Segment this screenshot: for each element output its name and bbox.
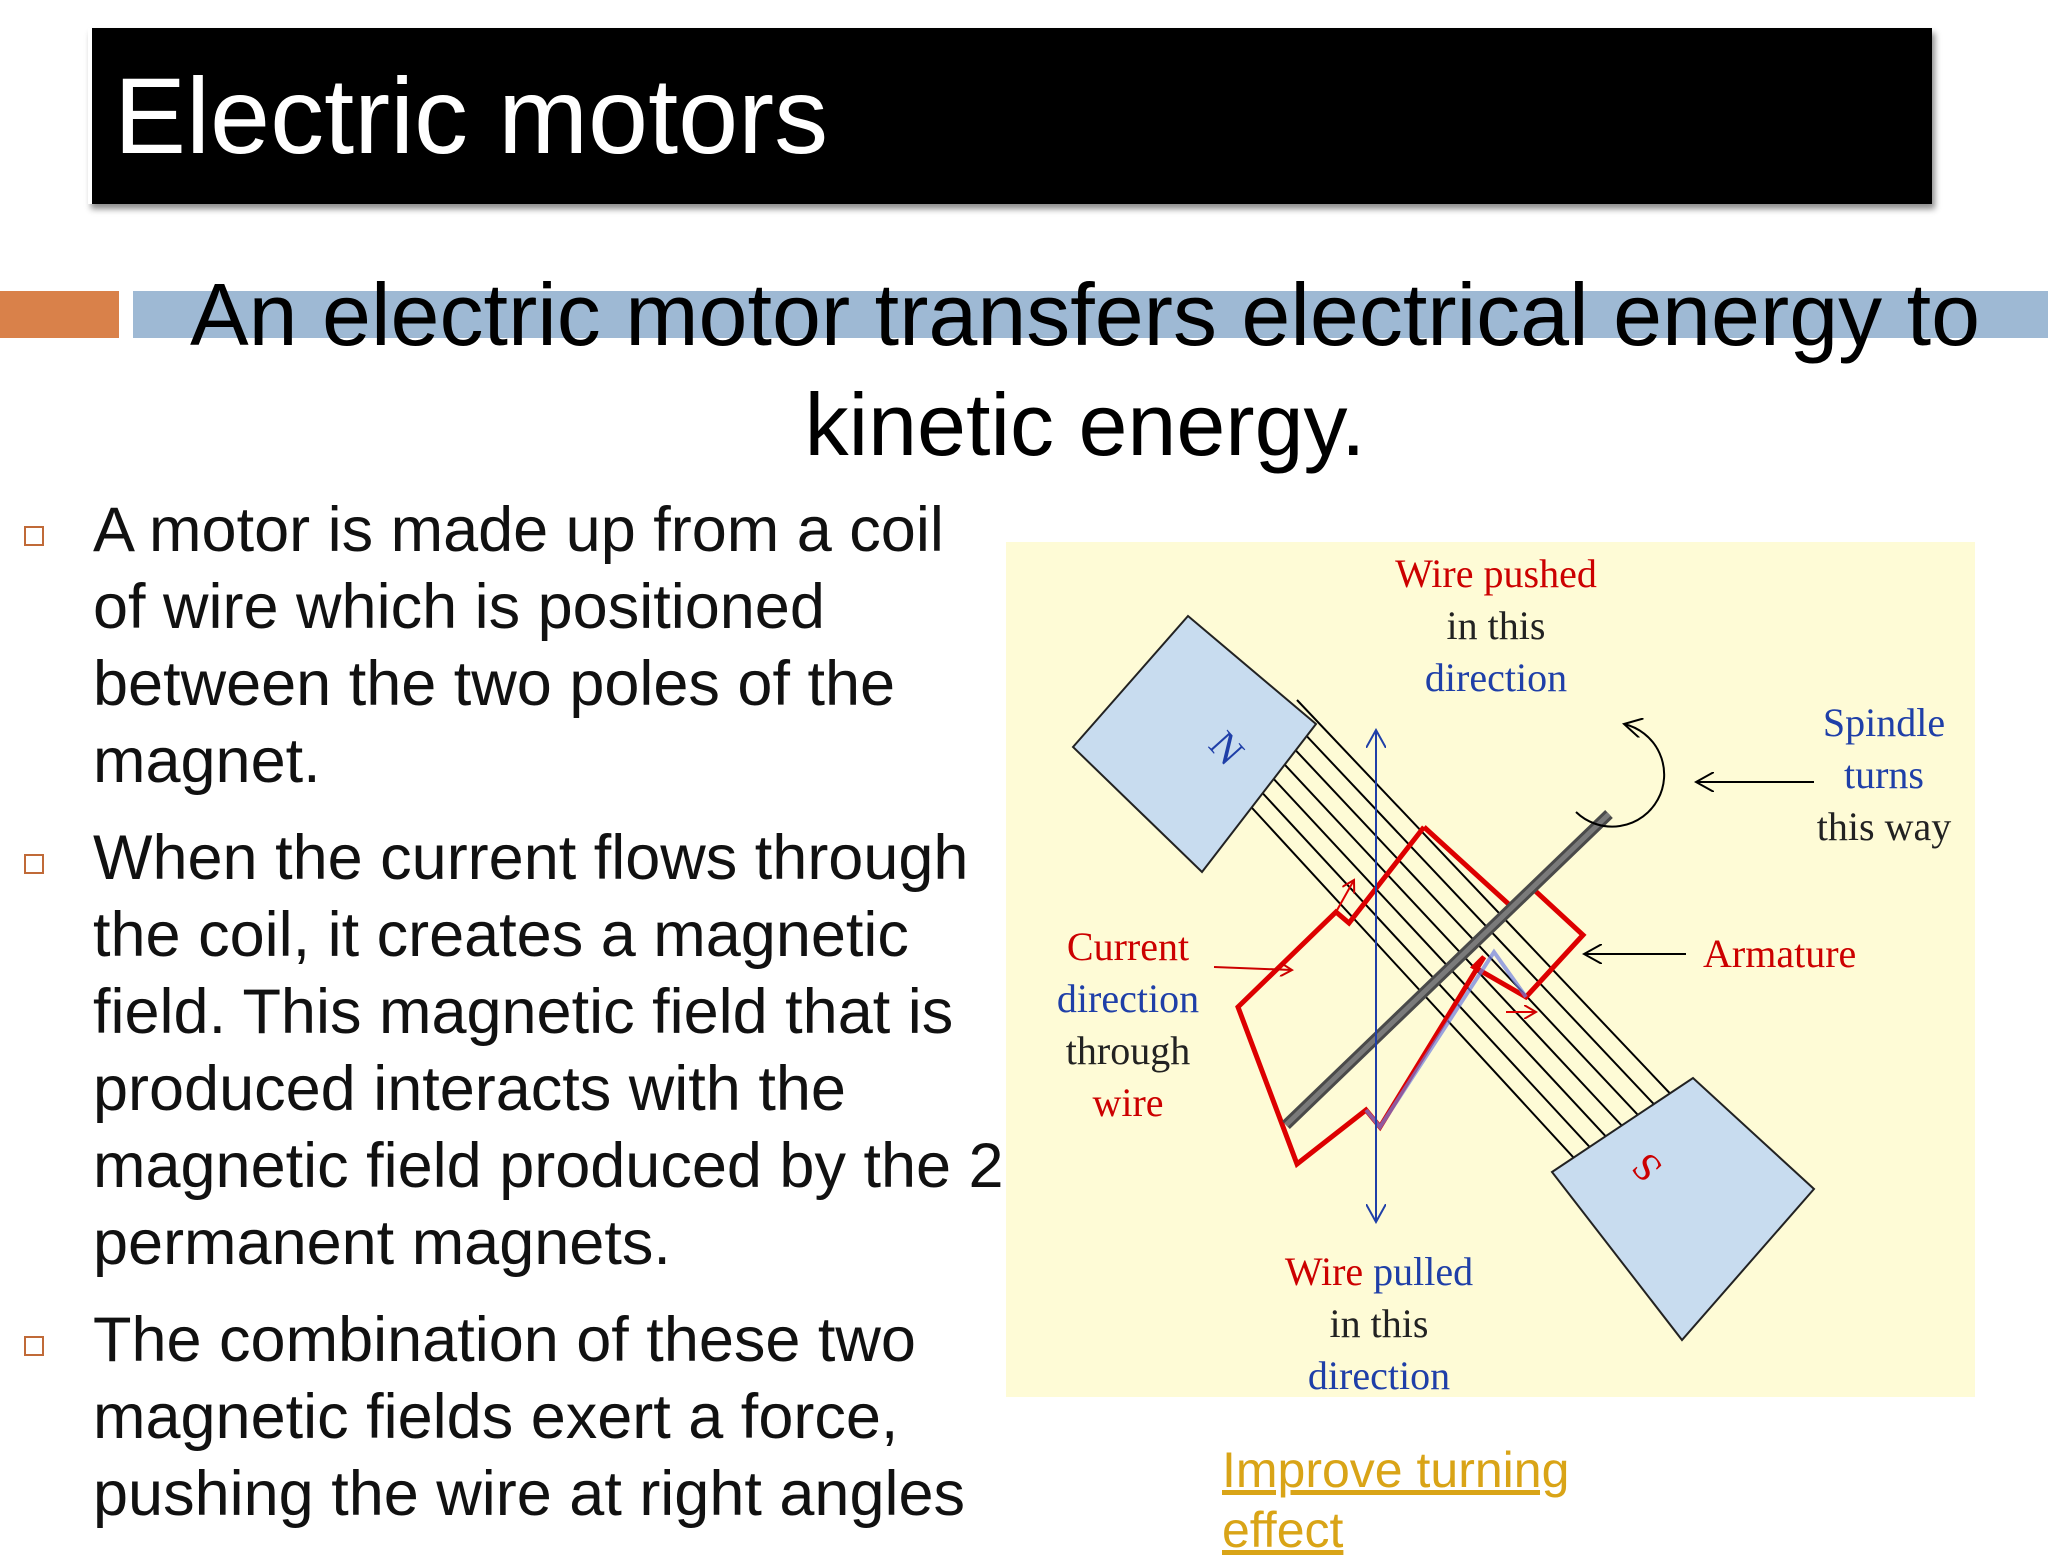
accent-bar-orange — [0, 291, 119, 338]
label-direction-bottom: direction — [1308, 1353, 1450, 1397]
magnetic-field-lines — [1218, 699, 1681, 1183]
square-bullet-icon — [24, 526, 44, 546]
label-in-this-bottom: in this — [1330, 1301, 1429, 1346]
north-magnet — [1071, 614, 1318, 874]
label-wire-pushed: Wire pushed — [1395, 551, 1597, 596]
bullet-item: A motor is made up from a coil of wire w… — [20, 492, 1010, 800]
rotation-arrow-icon — [1575, 724, 1666, 828]
label-armature: Armature — [1703, 931, 1856, 976]
slide-title: Electric motors — [114, 55, 829, 176]
bullet-text: When the current flows through the coil,… — [93, 823, 1004, 1278]
bullet-list: A motor is made up from a coil of wire w… — [20, 492, 1010, 1553]
label-wire: wire — [1092, 1080, 1163, 1125]
label-in-this-top: in this — [1447, 603, 1546, 648]
bullet-text: The combination of these two magnetic fi… — [93, 1305, 966, 1529]
bullet-text: A motor is made up from a coil of wire w… — [93, 495, 944, 796]
label-current: Current — [1067, 924, 1189, 969]
label-through: through — [1066, 1028, 1190, 1073]
label-direction-left: direction — [1057, 976, 1199, 1021]
label-this-way: this way — [1817, 804, 1951, 849]
armature-coil — [1235, 825, 1587, 1169]
bullet-item: The combination of these two magnetic fi… — [20, 1302, 1010, 1533]
improve-turning-effect-link[interactable]: Improve turning effect — [1222, 1442, 1570, 1558]
square-bullet-icon — [24, 854, 44, 874]
motor-diagram: N S Wire pushed in this direction Spindl… — [1006, 542, 1975, 1397]
label-spindle: Spindle — [1823, 700, 1945, 745]
title-bar: Electric motors — [88, 28, 1932, 204]
square-bullet-icon — [24, 1336, 44, 1356]
bullet-item: When the current flows through the coil,… — [20, 820, 1010, 1282]
accent-bar-blue — [133, 291, 2048, 338]
slide-subtitle: An electric motor transfers electrical e… — [189, 265, 1981, 474]
label-direction-top: direction — [1425, 655, 1567, 700]
label-turns: turns — [1844, 752, 1924, 797]
south-magnet — [1550, 1076, 1816, 1342]
label-wire-pulled: Wire pulled — [1285, 1249, 1473, 1294]
